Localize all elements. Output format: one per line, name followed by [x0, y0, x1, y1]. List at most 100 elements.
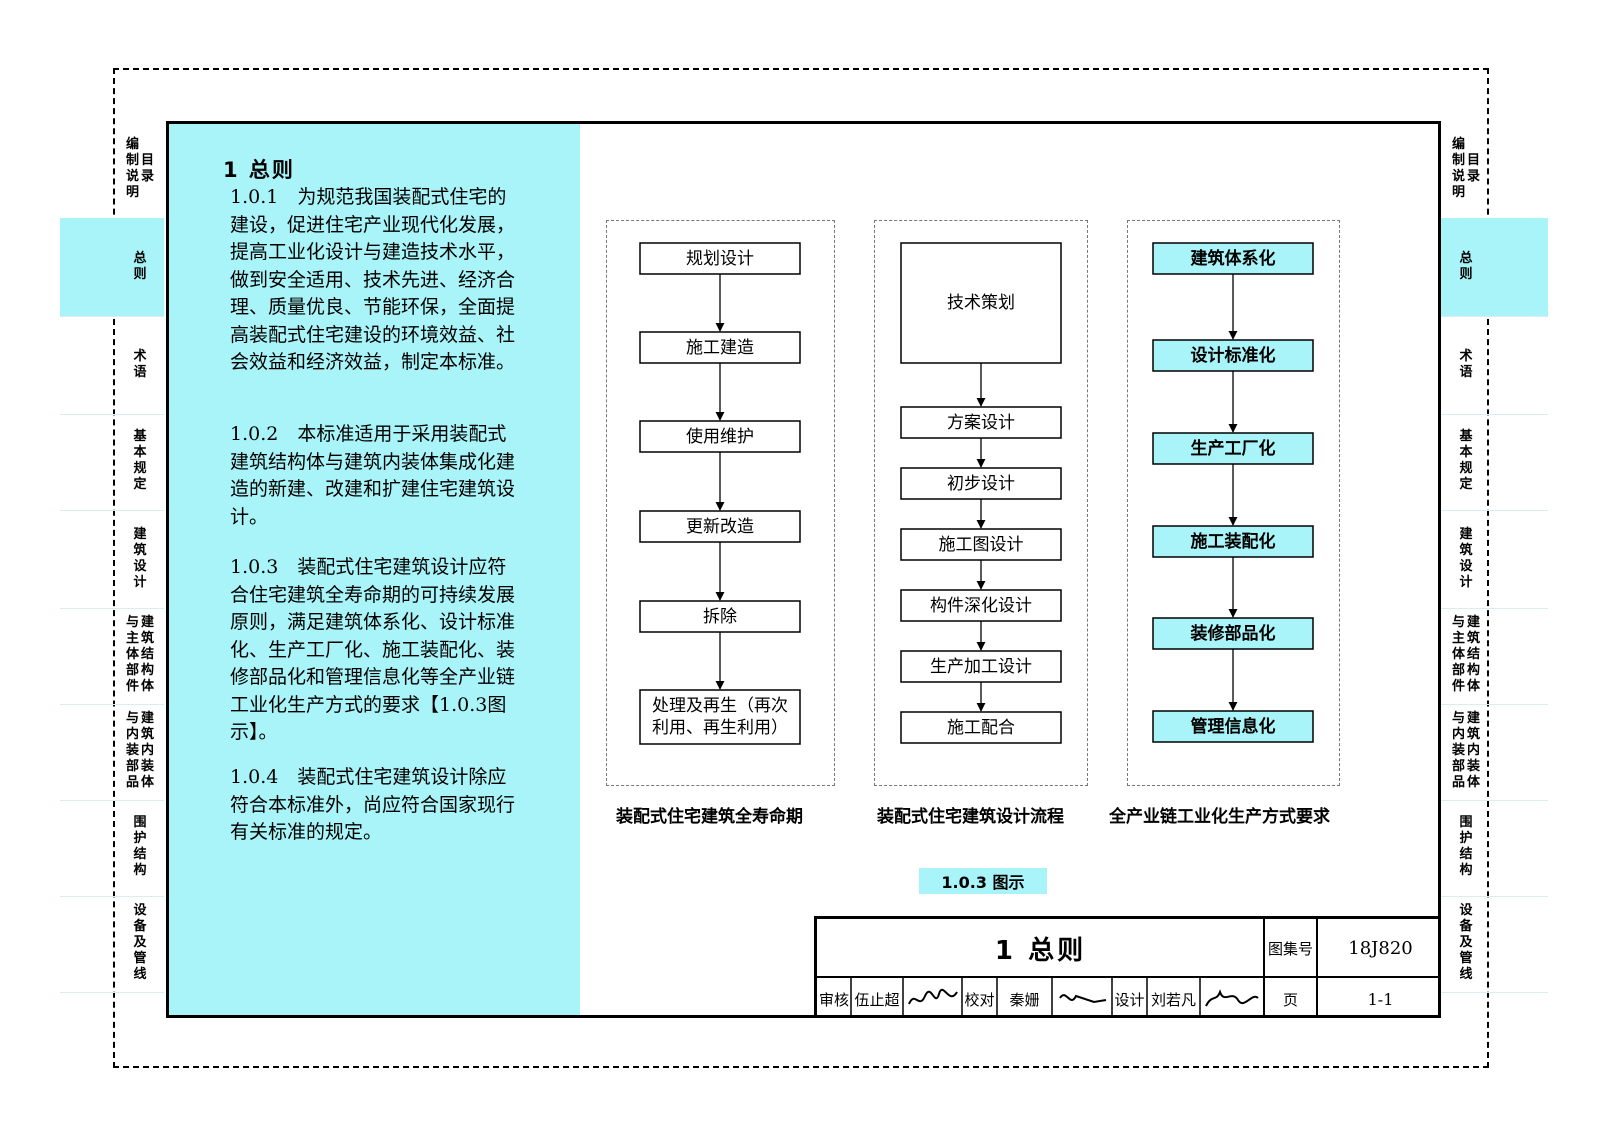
flow-node-label: 施工装配化 — [1190, 531, 1276, 552]
side-nav-tab-4[interactable]: 建筑设计 — [1443, 510, 1489, 608]
side-nav-tab-0[interactable]: 目录编制说明 — [1443, 120, 1489, 218]
side-nav-tab-label: 基本规定 — [1459, 429, 1473, 492]
flow-node-box — [1152, 432, 1314, 465]
title-block: 1 总则 图集号 18J820 审核 伍止超 校对 秦姗 设计 刘若凡 页 1-… — [814, 916, 1438, 1015]
designer-signature — [1200, 977, 1264, 1015]
side-nav-divider — [60, 704, 164, 705]
reviewer-name: 伍止超 — [854, 990, 900, 1009]
figure-label: 1.0.3 图示 — [919, 868, 1047, 894]
side-nav-divider — [1440, 992, 1548, 993]
flow-node-label: 建筑体系化 — [1190, 248, 1276, 269]
diagram-frame-2 — [1127, 220, 1340, 786]
side-nav-divider — [1440, 704, 1548, 705]
side-nav-tab-label: 编制说明 — [125, 137, 139, 200]
side-nav-active-band — [1440, 218, 1548, 316]
side-nav-tab-label: 总则 — [1459, 251, 1473, 282]
side-nav-divider — [60, 510, 164, 511]
side-nav-tab-label: 围护结构 — [133, 815, 147, 878]
flow-node-box — [639, 331, 801, 364]
side-nav-divider — [60, 896, 164, 897]
section-title: 1 总则 — [223, 158, 295, 182]
side-nav-tab-label: 总则 — [133, 251, 147, 282]
side-nav-tab-label: 基本规定 — [133, 429, 147, 492]
flow-node-label: 生产工厂化 — [1190, 438, 1276, 459]
side-nav-tab-2[interactable]: 术语 — [117, 316, 163, 414]
flow-node-box — [900, 528, 1062, 561]
outer-dashed-frame — [113, 68, 1489, 1068]
side-nav-tab-5[interactable]: 建筑结构体与主体部件 — [1443, 606, 1489, 704]
flow-node-label: 技术策划 — [947, 293, 1015, 313]
flow-node-box — [639, 420, 801, 453]
checker-signature — [1052, 977, 1112, 1015]
flow-node-box — [900, 242, 1062, 364]
side-nav-divider — [1440, 608, 1548, 609]
flow-node-box — [900, 589, 1062, 622]
diagram-caption-0: 装配式住宅建筑全寿命期 — [616, 807, 803, 827]
side-nav-tab-1[interactable]: 总则 — [1443, 218, 1489, 316]
side-nav-tab-label: 编制说明 — [1451, 137, 1465, 200]
side-nav-divider — [60, 608, 164, 609]
side-nav-tab-label: 设备及管线 — [1459, 903, 1473, 982]
atlas-no: 18J820 — [1348, 937, 1413, 959]
atlas-no-label: 图集号 — [1267, 939, 1313, 958]
side-nav-tab-3[interactable]: 基本规定 — [117, 412, 163, 510]
side-nav-tab-label: 建筑内装体 — [1467, 711, 1481, 790]
side-nav-tab-7[interactable]: 围护结构 — [1443, 798, 1489, 896]
flow-node-label: 初步设计 — [947, 473, 1015, 494]
flow-node-box — [1152, 710, 1314, 743]
flow-node-box — [900, 467, 1062, 500]
checker-name: 秦姗 — [1009, 990, 1040, 1009]
side-nav-divider — [60, 316, 164, 317]
side-nav-tab-4[interactable]: 建筑设计 — [117, 510, 163, 608]
flow-node-label: 施工建造 — [686, 337, 754, 358]
flow-node-box — [900, 711, 1062, 744]
title-block-grid — [817, 919, 1438, 1015]
flow-node-label: 方案设计 — [947, 412, 1015, 433]
flow-node-label: 管理信息化 — [1190, 716, 1276, 737]
flow-node-box — [639, 242, 801, 275]
flow-node-label: 处理及再生（再次利用、再生利用） — [652, 696, 788, 738]
side-nav-tab-6[interactable]: 建筑内装体与内装部品 — [1443, 702, 1489, 800]
clause-1-0-4: 1.0.4 装配式住宅建筑设计除应符合本标准外，尚应符合国家现行有关标准的规定。 — [230, 766, 516, 843]
side-nav-tab-label: 围护结构 — [1459, 815, 1473, 878]
side-nav-tab-label: 建筑结构体 — [141, 615, 155, 694]
side-nav-divider — [1440, 896, 1548, 897]
side-nav-tab-8[interactable]: 设备及管线 — [117, 894, 163, 992]
flow-connectors — [639, 242, 1314, 745]
side-nav-tab-0[interactable]: 目录编制说明 — [117, 120, 163, 218]
flow-node-label: 装修部品化 — [1190, 623, 1276, 644]
side-nav-tab-label: 目录 — [1467, 153, 1481, 184]
side-nav-divider — [1440, 316, 1548, 317]
flow-node-label: 规划设计 — [686, 248, 754, 269]
side-nav-divider — [60, 992, 164, 993]
side-nav-active-band — [60, 218, 164, 316]
drawing-sheet: 1 总则 1.0.1 为规范我国装配式住宅的建设，促进住宅产业现代化发展，提高工… — [166, 121, 1441, 1018]
side-nav-tab-3[interactable]: 基本规定 — [1443, 412, 1489, 510]
side-nav-tab-7[interactable]: 围护结构 — [117, 798, 163, 896]
flow-node-label: 更新改造 — [686, 516, 754, 537]
side-nav-tab-label: 与主体部件 — [125, 615, 139, 694]
flow-node-box — [900, 650, 1062, 683]
side-nav-tab-5[interactable]: 建筑结构体与主体部件 — [117, 606, 163, 704]
clause-1-0-1: 1.0.1 为规范我国装配式住宅的建设，促进住宅产业现代化发展，提高工业化设计与… — [230, 186, 516, 373]
side-nav-tab-label: 建筑内装体 — [141, 711, 155, 790]
page-number: 1-1 — [1367, 989, 1394, 1009]
side-nav-tab-6[interactable]: 建筑内装体与内装部品 — [117, 702, 163, 800]
page-label: 页 — [1282, 990, 1298, 1009]
designer-name: 刘若凡 — [1150, 990, 1196, 1009]
check-label: 校对 — [964, 990, 995, 1009]
reviewer-signature — [903, 977, 962, 1015]
side-nav-tab-label: 建筑设计 — [1459, 527, 1473, 590]
side-nav-tab-2[interactable]: 术语 — [1443, 316, 1489, 414]
side-nav-tab-1[interactable]: 总则 — [117, 218, 163, 316]
side-nav-tab-label: 与内装部品 — [125, 711, 139, 790]
side-nav-tab-8[interactable]: 设备及管线 — [1443, 894, 1489, 992]
clause-1-0-2: 1.0.2 本标准适用于采用装配式建筑结构体与建筑内装体集成化建造的新建、改建和… — [230, 423, 516, 528]
title-block-title: 1 总则 — [994, 935, 1087, 966]
side-nav-divider — [60, 414, 164, 415]
flow-node-label: 使用维护 — [686, 426, 754, 447]
flow-node-box — [1152, 339, 1314, 372]
flow-node-box — [1152, 617, 1314, 650]
flow-node-box — [639, 689, 801, 745]
side-nav-tab-label: 与内装部品 — [1451, 711, 1465, 790]
